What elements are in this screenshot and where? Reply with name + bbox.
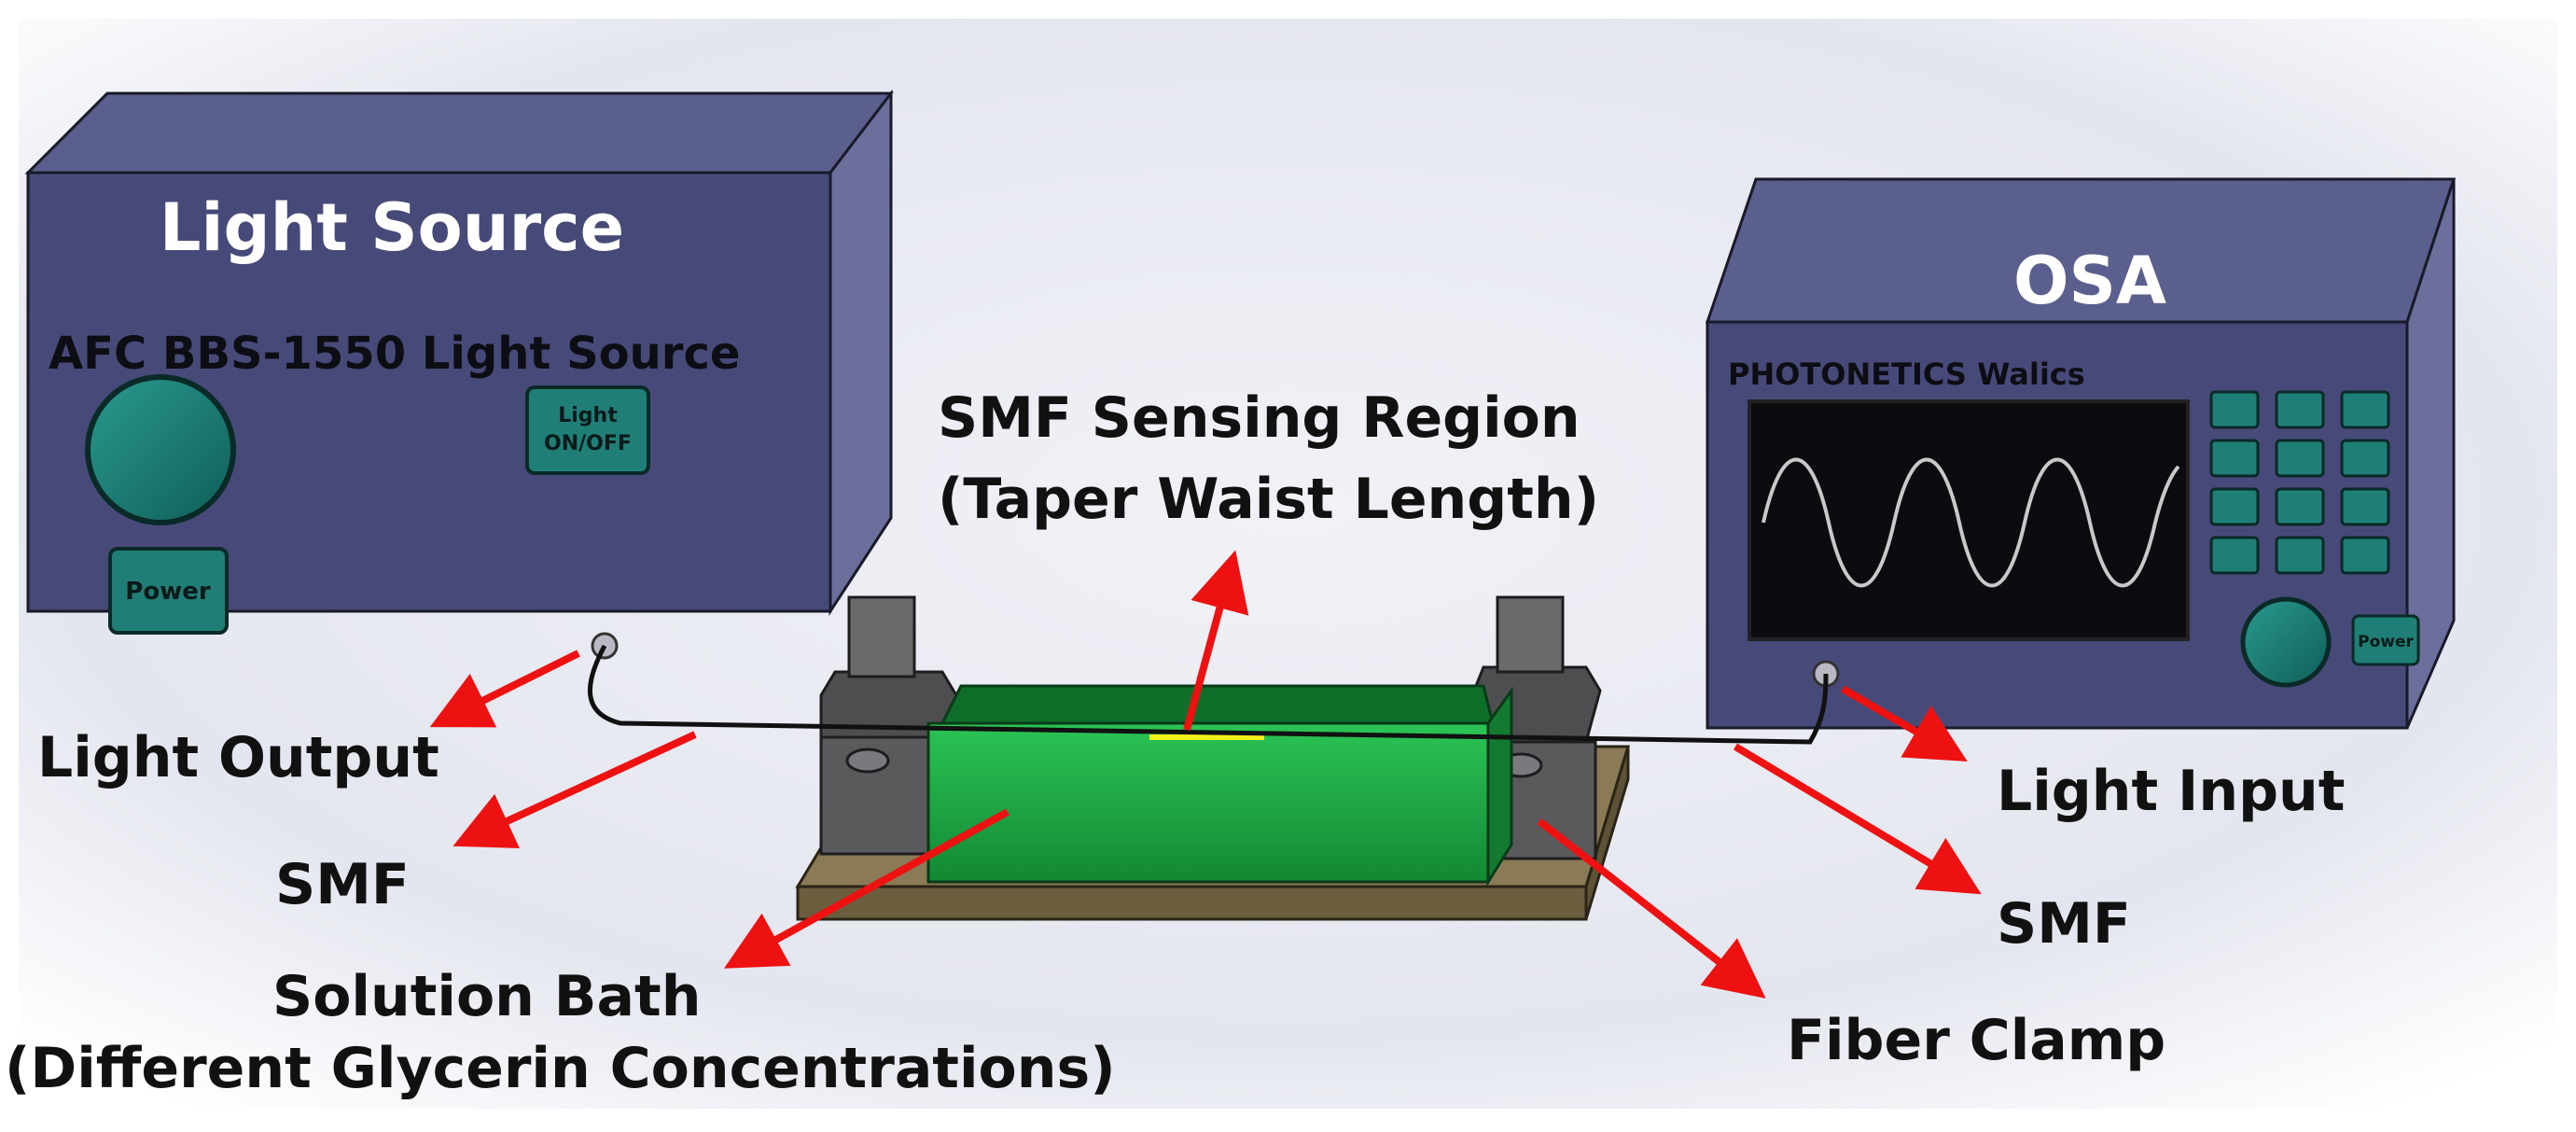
light-on-off-button[interactable] [525,385,650,475]
osa-title: OSA [2013,243,2166,319]
light-source-title: Light Source [160,189,624,266]
osa-key[interactable] [2275,439,2325,478]
fiber-clamp-left [819,595,958,856]
osa-power-label: Power [2358,633,2414,651]
label-light-output: Light Output [37,725,439,790]
osa-key[interactable] [2340,390,2390,429]
arrow-light-output [429,650,580,728]
clamp-left-lever[interactable] [847,595,916,678]
light-source-side [828,89,893,617]
light-source-model: AFC BBS-1550 Light Source [49,328,740,380]
osa-key[interactable] [2275,487,2325,526]
solution-bath [926,684,1513,887]
bath-rim [940,684,1495,725]
label-smf-left: SMF [275,852,410,917]
sample-stage [795,595,1631,921]
label-sensing-region-1: SMF Sensing Region [938,385,1580,451]
arrow-solution-bath [723,808,1010,969]
label-fiber-clamp: Fiber Clamp [1787,1008,2165,1073]
smf-fiber [587,644,1829,745]
arrow-smf-left [453,731,697,848]
light-on-off-line1: Light [558,404,618,427]
light-source-device: Light Source AFC BBS-1550 Light Source L… [24,89,895,660]
osa-keypad [2209,390,2390,575]
clamp-right-lever[interactable] [1496,595,1565,674]
light-source-power-label: Power [125,578,211,606]
osa-key[interactable] [2340,536,2390,575]
base-plate-side [1584,746,1630,920]
osa-power-button[interactable] [2351,614,2420,666]
clamp-left-hole [845,748,890,774]
label-light-input: Light Input [1997,759,2345,824]
osa-device: OSA PHOTONETICS Walics Power [1705,177,2457,730]
arrow-fiber-clamp [1537,818,1766,999]
base-plate-front [796,885,1588,921]
arrow-light-input [1840,685,1968,762]
label-solution-bath-2: (Different Glycerin Concentrations) [5,1036,1116,1101]
light-source-top [24,91,895,175]
osa-key[interactable] [2340,487,2390,526]
osa-key[interactable] [2209,439,2260,478]
bath-front [926,721,1490,884]
osa-screen [1748,399,2190,641]
osa-key[interactable] [2209,536,2260,575]
light-source-knob[interactable] [85,374,236,525]
arrow-sensing-region [1183,550,1249,732]
light-source-power-button[interactable] [108,547,229,635]
label-smf-right: SMF [1997,891,2131,957]
light-on-off-line2: ON/OFF [544,432,632,455]
osa-key[interactable] [2275,536,2325,575]
osa-key[interactable] [2209,487,2260,526]
label-solution-bath-1: Solution Bath [272,964,701,1029]
osa-waveform [1761,457,2180,588]
osa-knob[interactable] [2240,596,2332,688]
arrow-smf-right [1733,743,1982,895]
osa-brand: PHOTONETICS Walics [1728,356,2085,392]
label-sensing-region-2: (Taper Waist Length) [938,467,1599,532]
osa-key[interactable] [2209,390,2260,429]
osa-key[interactable] [2340,439,2390,478]
osa-key[interactable] [2275,390,2325,429]
annotation-arrows [429,550,1982,999]
